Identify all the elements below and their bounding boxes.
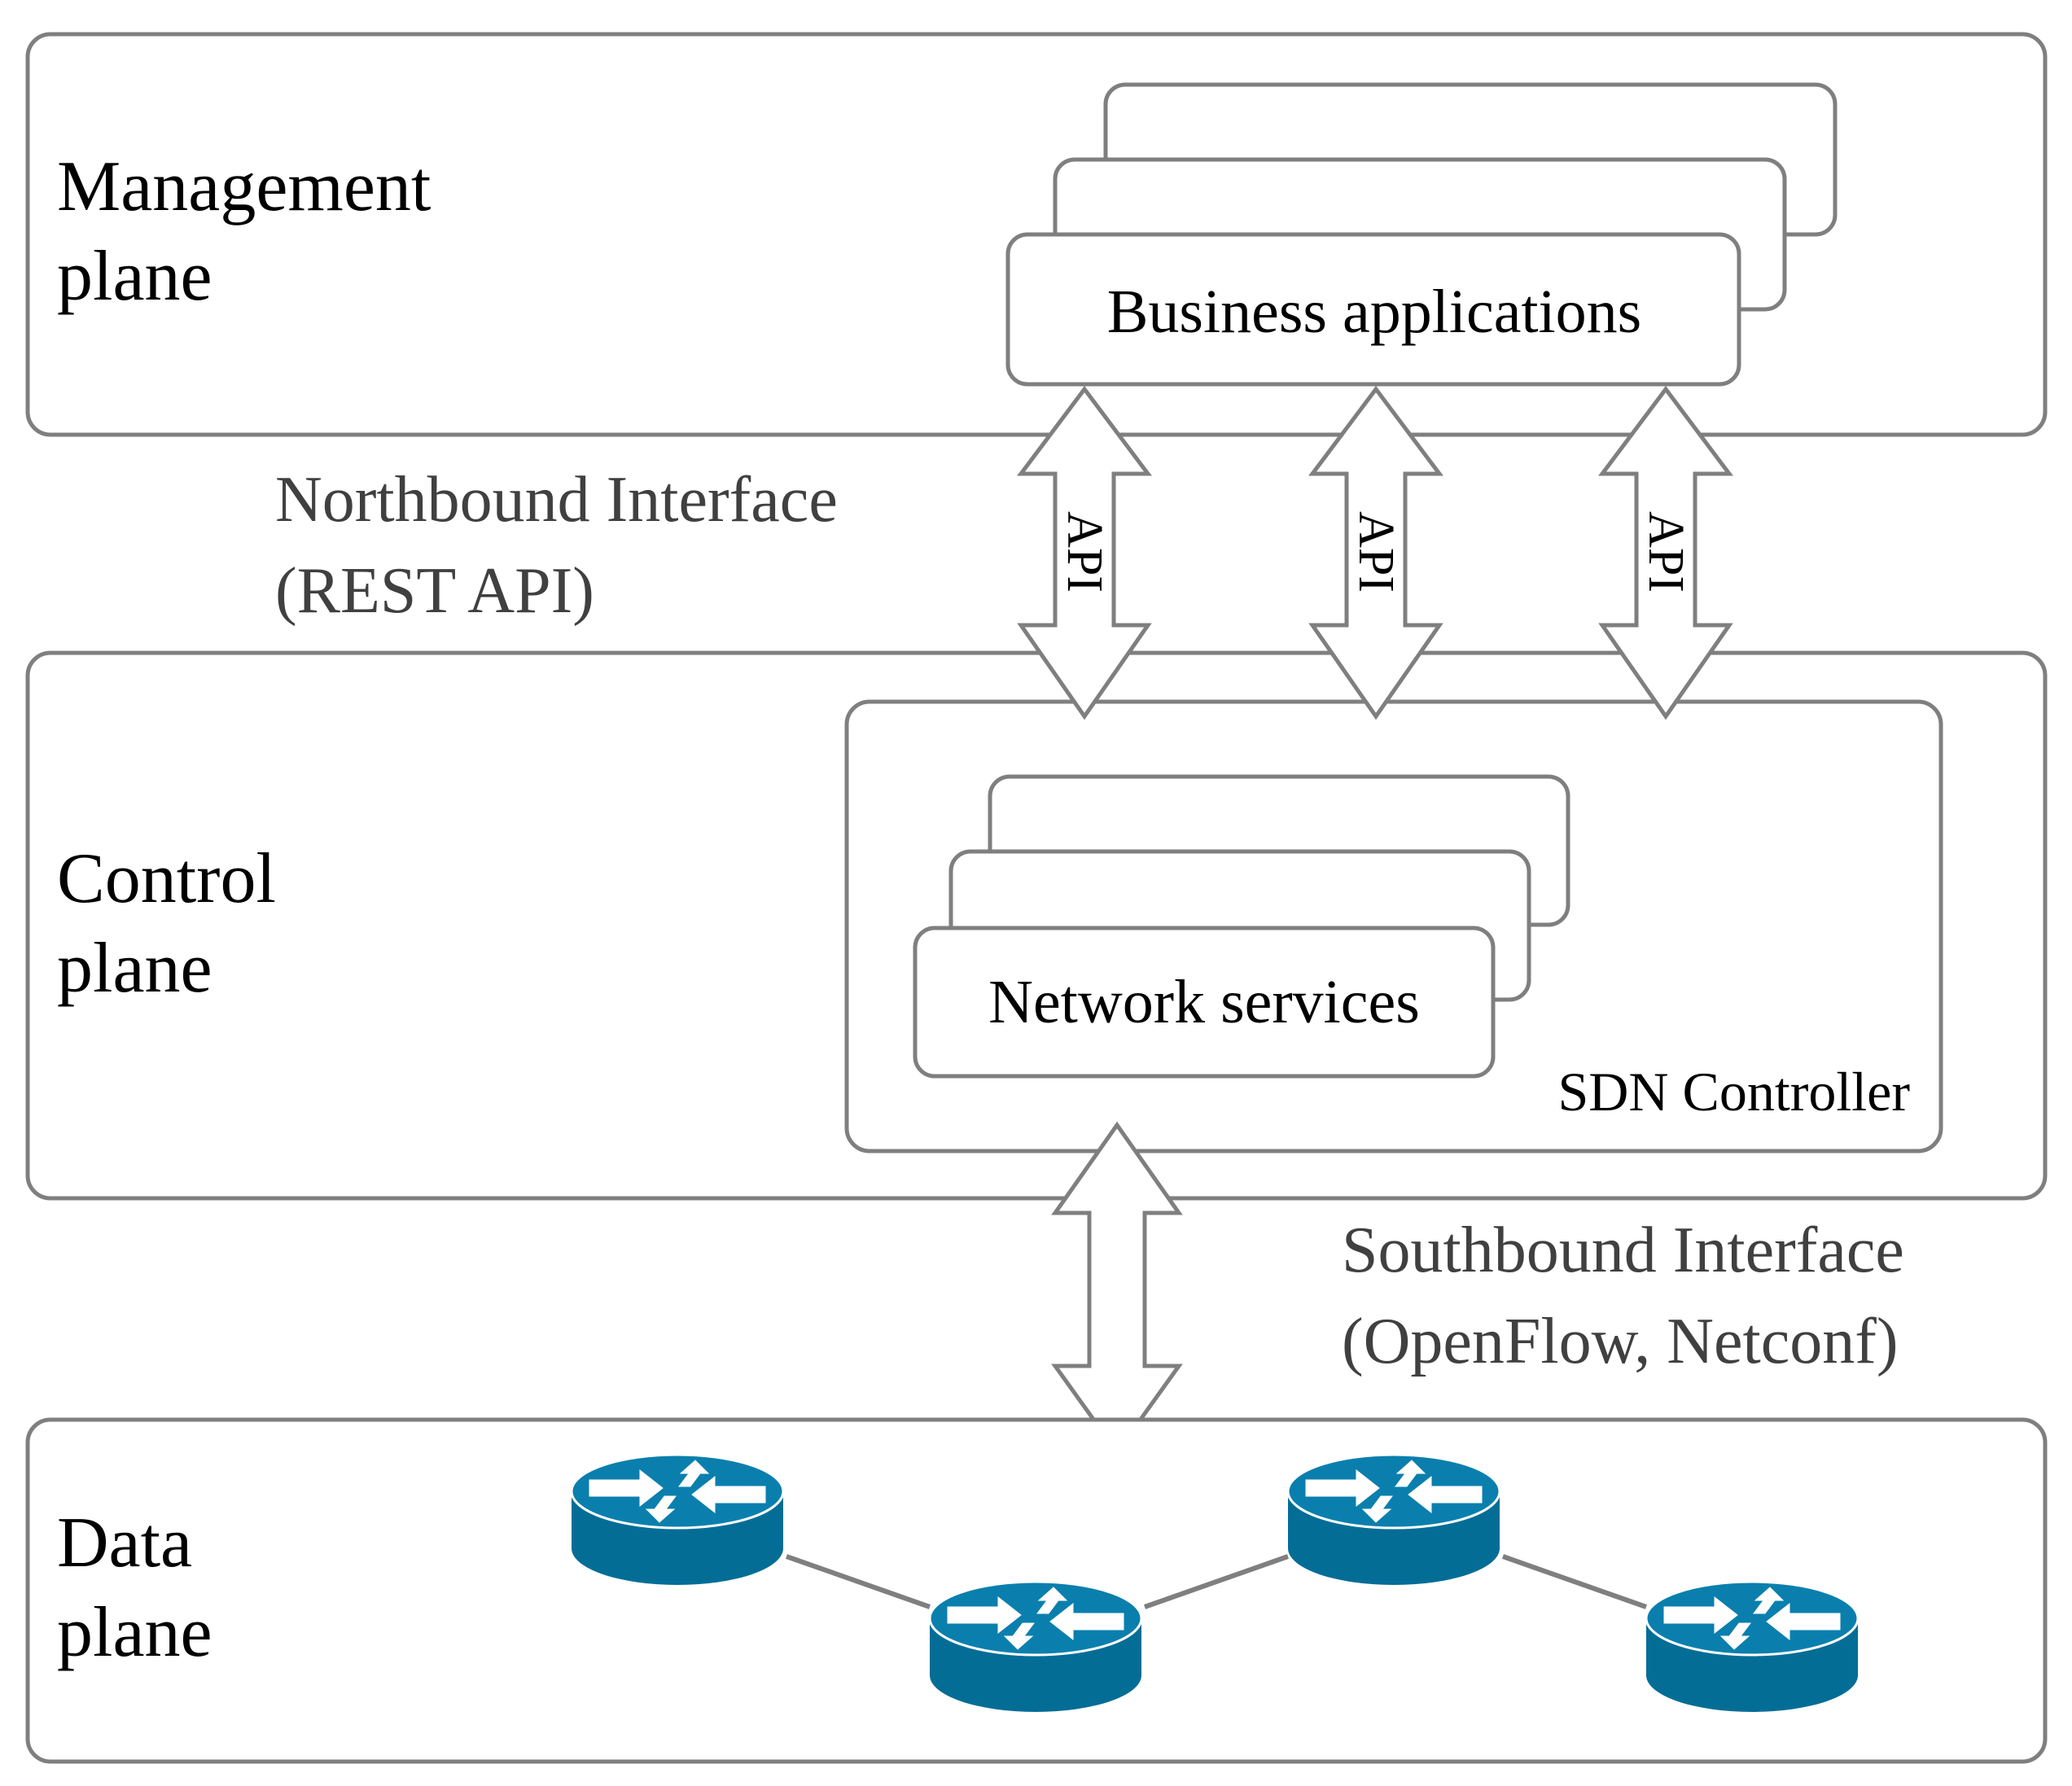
link-1: [786, 1554, 931, 1609]
southbound-interface-label: Southbound Interface (OpenFlow, Netconf): [1342, 1215, 1921, 1377]
link-3: [1502, 1554, 1647, 1609]
data-plane-label: Data plane: [57, 1504, 212, 1672]
management-plane-label: Management plane: [57, 147, 449, 316]
api-label-1: API: [1057, 511, 1112, 593]
api-label-2: API: [1348, 511, 1404, 593]
router-icon: [570, 1453, 785, 1587]
api-arrow-2: API: [1308, 385, 1443, 720]
api-label-3: API: [1638, 511, 1693, 593]
northbound-interface-label: Northbound Interface (REST API): [275, 464, 854, 627]
control-plane-label: Control plane: [57, 839, 294, 1008]
network-services-label: Network services: [988, 968, 1420, 1036]
api-arrow-1: API: [1017, 385, 1152, 720]
router-icon: [1286, 1453, 1501, 1587]
router-icon: [928, 1580, 1143, 1714]
api-arrow-3: API: [1598, 385, 1733, 720]
business-app-card-front: [1005, 232, 1741, 387]
network-service-card-front: [913, 926, 1496, 1079]
business-applications-label: Business applications: [1107, 278, 1642, 346]
link-2: [1144, 1554, 1289, 1609]
router-icon: [1645, 1580, 1860, 1714]
sdn-controller-label: SDN Controller: [1557, 1061, 1910, 1123]
